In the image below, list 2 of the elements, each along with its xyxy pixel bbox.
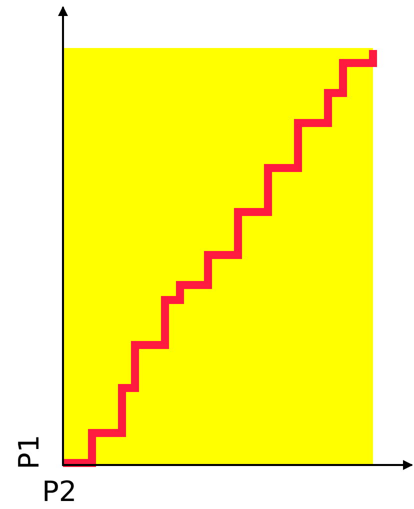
axis-label: P1: [15, 434, 44, 470]
axis-label: P2: [42, 478, 77, 506]
